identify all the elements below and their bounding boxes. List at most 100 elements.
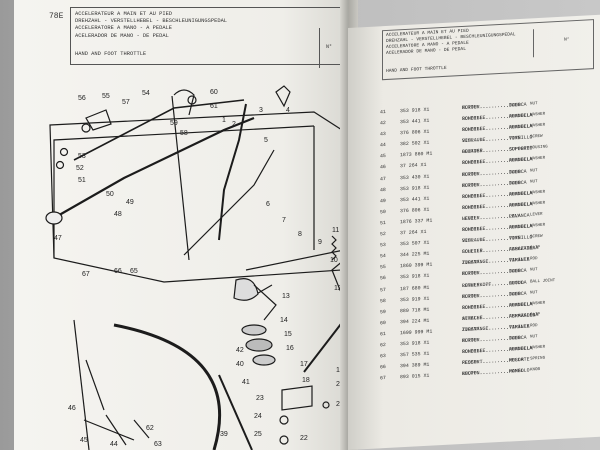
- part-number: 1860 399 M1: [400, 262, 433, 270]
- item-position: 52: [380, 232, 386, 238]
- callout: 56: [78, 95, 86, 102]
- nut-21: [322, 401, 330, 409]
- part-number: 376 806 X1: [400, 207, 430, 215]
- title-line-es: ACELERADOR DE MANO - DE PEDAL: [75, 32, 169, 39]
- callout: 42: [236, 347, 244, 354]
- stem-left: [73, 319, 90, 450]
- part-english-name: NUT: [530, 335, 538, 340]
- callout: 58: [180, 130, 188, 137]
- cable-curve: [113, 323, 222, 450]
- throttle-rod: [53, 116, 255, 219]
- callout: 6: [266, 201, 270, 208]
- ref-label: N°: [326, 44, 333, 50]
- part-english-name: WASHER: [530, 112, 546, 118]
- gearshift-45: [105, 414, 150, 446]
- item-position: 48: [380, 187, 386, 193]
- part-english-name: CLIP: [530, 246, 541, 251]
- item-position: 62: [380, 342, 386, 349]
- part-english-name: SCREW: [530, 234, 543, 240]
- item-position: 60: [380, 320, 386, 327]
- part-number: 353 918 X1: [400, 274, 430, 281]
- part-number: 187 680 M1: [400, 285, 430, 292]
- part-number: 353 441 X1: [400, 196, 430, 204]
- callout: 12: [334, 285, 342, 292]
- part-number: 353 441 X1: [400, 118, 430, 126]
- part-number: 353 507 X1: [400, 240, 430, 248]
- part-number: 376 806 X1: [400, 129, 430, 137]
- part-english-name: WASHER: [530, 223, 546, 229]
- callout: 55: [102, 93, 110, 100]
- page-number: 78E: [49, 12, 64, 21]
- part-number: 353 918 X1: [400, 107, 430, 115]
- callout: 15: [284, 331, 292, 338]
- ball-joint: [187, 95, 197, 105]
- part-number: 1699 999 M1: [400, 329, 433, 337]
- callout: 66: [114, 268, 122, 275]
- part-number: 382 502 X1: [400, 141, 430, 148]
- top-bracket: [173, 89, 195, 116]
- title-line-en: HAND AND FOOT THROTTLE: [75, 51, 147, 57]
- bracket-22: [281, 385, 313, 411]
- callout: 1: [222, 117, 226, 124]
- callout: 53: [78, 153, 86, 160]
- part-number: 37 264 X1: [400, 163, 427, 170]
- part-english-name: LEVER: [530, 212, 543, 218]
- callout: 61: [210, 103, 218, 110]
- callout: 62: [146, 425, 154, 432]
- nut-53: [59, 147, 69, 157]
- nut-23: [279, 415, 289, 425]
- spring-11: [331, 235, 337, 261]
- right-title-box: ACCELERATEUR A MAIN ET AU PIED DREHZAHL …: [382, 19, 594, 81]
- callout: 25: [254, 431, 262, 438]
- part-english-name: NUT: [530, 179, 538, 185]
- exploded-parts-diagram: 56 55 57 54 60 61 59 58 2 3 4 5 1 53 52 …: [45, 85, 350, 450]
- callout: 65: [130, 268, 138, 275]
- callout: 2: [232, 121, 236, 128]
- callout: 63: [154, 441, 162, 448]
- callout: 57: [122, 99, 130, 106]
- item-position: 63: [380, 354, 386, 360]
- callout: 44: [110, 441, 118, 448]
- description-line: MUTTER..........TUERCA: [462, 102, 527, 112]
- part-number: 1876 337 M1: [400, 218, 433, 226]
- bracket-55: [85, 109, 112, 131]
- left-ref-box: N°: [319, 28, 406, 68]
- rod-17: [303, 319, 345, 373]
- callout: 20: [336, 381, 344, 388]
- callout: 51: [78, 177, 86, 184]
- item-position: 49: [380, 198, 386, 205]
- part-english-name: ROD: [530, 323, 538, 329]
- item-position: 42: [380, 121, 386, 127]
- callout: 59: [170, 120, 178, 127]
- part-number: 893 015 X1: [400, 373, 430, 381]
- washer-15: [245, 338, 273, 352]
- lever-links: [171, 95, 275, 261]
- part-english-name: WASHER: [530, 157, 546, 162]
- title-line-fr: ACCELERATEUR A MAIN ET AU PIED: [75, 11, 173, 17]
- part-english-name: KNOB: [530, 368, 541, 373]
- callout: 45: [80, 437, 88, 444]
- part-number: 880 718 M1: [400, 307, 430, 314]
- right-ref-box: N°: [533, 26, 594, 58]
- callout: 17: [300, 361, 308, 368]
- part-english-name: NUT: [530, 290, 538, 296]
- part-number: 357 535 X1: [400, 351, 430, 359]
- part-english-name: NUT: [530, 168, 538, 174]
- title-line-en: HAND AND FOOT THROTTLE: [386, 65, 447, 75]
- item-position: 53: [380, 243, 386, 249]
- callout: 40: [236, 361, 244, 368]
- part-english-name: WASHER: [530, 123, 546, 129]
- cable-13: [253, 284, 277, 321]
- part-number: 394 224 M1: [400, 318, 430, 326]
- item-position: 44: [380, 143, 386, 149]
- callout: 9: [318, 239, 322, 246]
- part-number: 394 389 M1: [400, 362, 430, 370]
- left-title-lines: ACCELERATEUR A MAIN ET AU PIED DREHZAHL …: [75, 11, 227, 40]
- part-english-name: WASHER: [530, 201, 546, 207]
- part-english-name: WASHER: [530, 301, 546, 307]
- callout: 16: [286, 345, 294, 352]
- item-position: 46: [380, 165, 386, 171]
- item-position: 67: [380, 376, 386, 382]
